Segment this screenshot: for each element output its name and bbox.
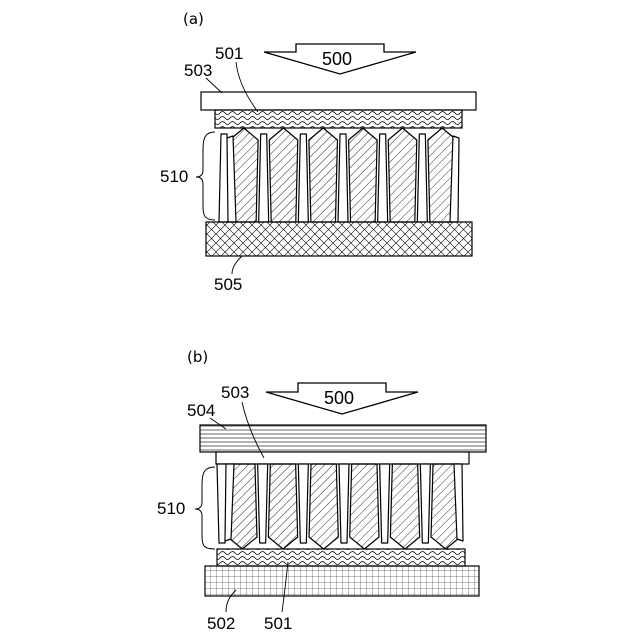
pillar-array-510-a bbox=[219, 128, 459, 222]
arrow-label-a: 500 bbox=[322, 49, 352, 69]
arrow-label-b: 500 bbox=[324, 388, 354, 408]
label-510-a: 510 bbox=[160, 167, 188, 186]
brace-510-b bbox=[195, 467, 215, 549]
wavy-layer-501-a bbox=[215, 110, 462, 128]
panel-b: (b) 500 504 503 510 502 501 bbox=[157, 348, 486, 633]
pillar bbox=[309, 464, 338, 549]
pillar-gap bbox=[258, 464, 268, 543]
arrow-500-b: 500 bbox=[266, 383, 418, 414]
label-504-b: 504 bbox=[187, 401, 215, 420]
pillar-gap bbox=[298, 464, 308, 543]
pillar bbox=[350, 464, 379, 549]
label-502-b: 502 bbox=[207, 614, 235, 633]
pillar bbox=[268, 464, 297, 549]
label-505-a: 505 bbox=[214, 275, 242, 294]
pillar-array-510-b bbox=[217, 464, 463, 549]
pillar-gap bbox=[378, 134, 388, 222]
panel-b-label: (b) bbox=[187, 348, 208, 366]
pillar-gap bbox=[338, 134, 348, 222]
label-503-a: 503 bbox=[184, 61, 212, 80]
panel-a-label: (a) bbox=[183, 10, 204, 28]
top-plate-504-b bbox=[200, 425, 486, 452]
pillar bbox=[388, 128, 417, 222]
label-503-b: 503 bbox=[221, 383, 249, 402]
top-sheet-503-a bbox=[201, 92, 476, 110]
pillar-gap bbox=[298, 134, 308, 222]
pillar bbox=[309, 128, 338, 222]
label-510-b: 510 bbox=[157, 499, 185, 518]
arrow-500-a: 500 bbox=[264, 44, 416, 74]
pillar bbox=[349, 128, 378, 222]
pillar-gap bbox=[417, 134, 427, 222]
pillar-gap bbox=[339, 464, 349, 543]
pillar-gap bbox=[420, 464, 430, 543]
pillar bbox=[269, 128, 298, 222]
label-501-b: 501 bbox=[264, 614, 292, 633]
label-501-a: 501 bbox=[215, 44, 243, 63]
pillar-gap bbox=[259, 134, 269, 222]
pillar-gap bbox=[380, 464, 390, 543]
pillar bbox=[390, 464, 419, 549]
panel-a: (a) 500 503 501 510 505 bbox=[160, 10, 476, 294]
brace-510-a bbox=[196, 132, 215, 220]
base-502-b bbox=[205, 566, 479, 596]
base-505-a bbox=[206, 222, 472, 256]
wavy-layer-501-b bbox=[217, 549, 465, 566]
thin-sheet-503-b bbox=[216, 452, 469, 464]
